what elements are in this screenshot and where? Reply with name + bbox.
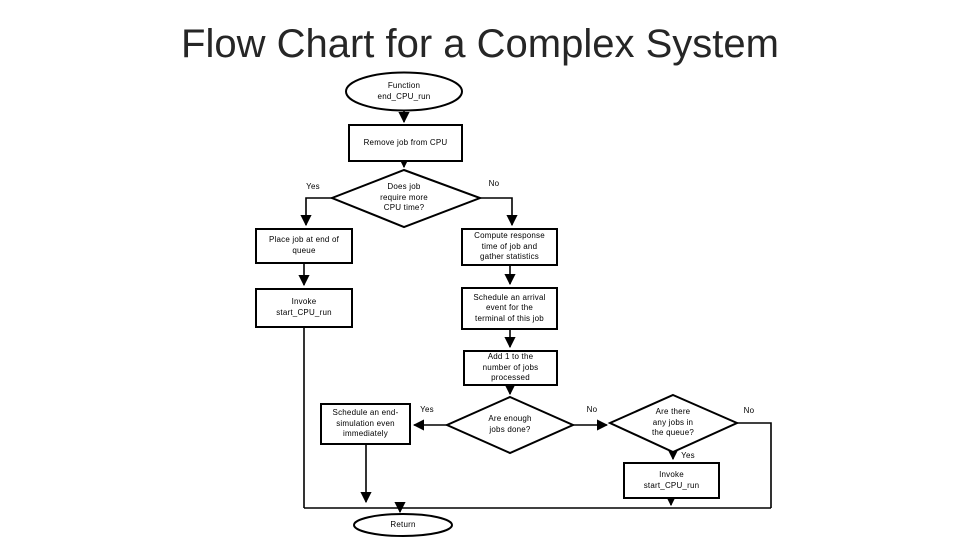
terminator-start-shape bbox=[345, 71, 463, 112]
connectors bbox=[298, 111, 772, 514]
process-place-job: Place job at end of queue bbox=[255, 228, 353, 264]
decision-more-cpu-label: Does job require more CPU time? bbox=[380, 182, 428, 213]
edge-decision3-no-loop bbox=[737, 422, 772, 508]
process-invoke-start-cpu-left: Invoke start_CPU_run bbox=[255, 288, 353, 328]
decision-enough-jobs-label: Are enough jobs done? bbox=[488, 414, 532, 434]
terminator-start-label: Function end_CPU_run bbox=[377, 80, 431, 101]
edge-label-enough-no: No bbox=[586, 404, 598, 414]
edge-label-enough-yes: Yes bbox=[420, 404, 434, 414]
process-add-one: Add 1 to the number of jobs processed bbox=[463, 350, 558, 386]
decision-jobs-queue-shape bbox=[607, 393, 740, 454]
edge-label-more-cpu-no: No bbox=[488, 178, 500, 188]
decision-enough-jobs-shape bbox=[444, 395, 576, 455]
process-schedule-arrival: Schedule an arrival event for the termin… bbox=[461, 287, 558, 330]
decision-more-cpu-shape bbox=[329, 168, 483, 229]
edge-label-queue-no: No bbox=[743, 405, 755, 415]
edge-label-queue-yes: Yes bbox=[681, 450, 695, 460]
page-title: Flow Chart for a Complex System bbox=[181, 22, 779, 66]
process-invoke-start-cpu-bottom: Invoke start_CPU_run bbox=[623, 462, 720, 499]
edge-label-more-cpu-yes: Yes bbox=[306, 181, 320, 191]
process-remove-job: Remove job from CPU bbox=[348, 124, 463, 162]
process-schedule-end-simulation: Schedule an end- simulation even immedia… bbox=[320, 403, 411, 445]
decision-jobs-queue-label: Are there any jobs in the queue? bbox=[651, 407, 695, 438]
process-compute-response: Compute response time of job and gather … bbox=[461, 228, 558, 266]
terminator-return-shape bbox=[353, 513, 453, 537]
edge-decision1-no bbox=[480, 197, 518, 227]
edge-decision1-yes bbox=[300, 197, 332, 227]
terminator-return-label: Return bbox=[390, 519, 416, 529]
